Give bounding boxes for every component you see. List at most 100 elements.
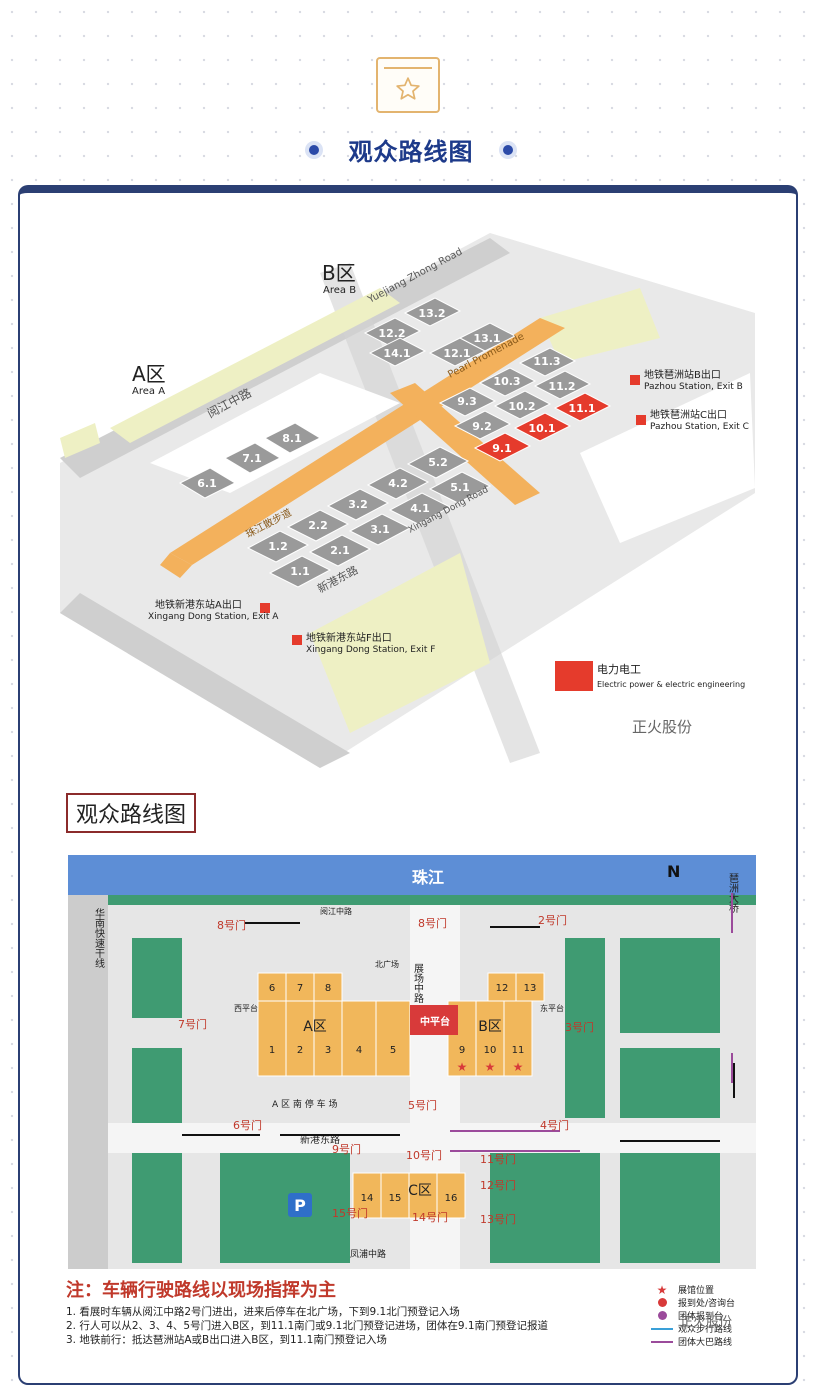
hall-num: 13 xyxy=(524,983,537,994)
page-title: 观众路线图 xyxy=(348,138,474,166)
legend-en: Electric power & electric engineering xyxy=(597,680,745,689)
gate-label: 10号门 xyxy=(406,1148,442,1162)
gate-label: 8号门 xyxy=(217,918,246,932)
station-c-cn: 地铁琶洲站C出口 xyxy=(650,408,727,421)
hall-label: 6.1 xyxy=(197,477,217,490)
hall-label: 14.1 xyxy=(383,347,410,360)
venue-isometric-map: 6.1 7.1 8.1 1.2 2.2 3.2 4.2 5.2 1.1 2.1 … xyxy=(60,233,755,768)
notes-heading: 注：车辆行驶路线以现场指挥为主 xyxy=(66,1280,336,1301)
hall-label: 11.1 xyxy=(568,402,595,415)
hall-label: 13.1 xyxy=(473,332,500,345)
section-header: 观众路线图 xyxy=(0,132,822,172)
route-legend: ★展馆位置 报到处/咨询台 团体报到台 观众步行路线 团体大巴路线 xyxy=(650,1282,796,1348)
road-xingang-b: 新港东路 xyxy=(300,1133,340,1146)
station-b-en: Pazhou Station, Exit B xyxy=(644,382,743,392)
station-b-cn: 地铁琶洲站B出口 xyxy=(644,368,721,381)
gate-label: 15号门 xyxy=(332,1206,368,1220)
hall-label: 4.2 xyxy=(388,477,408,490)
legend-item: 团体大巴路线 xyxy=(678,1338,733,1348)
legend-item: 报到处/咨询台 xyxy=(678,1299,736,1309)
hall-num: 8 xyxy=(325,983,331,994)
hall-num: 16 xyxy=(445,1193,458,1204)
svg-text:★: ★ xyxy=(457,1060,468,1074)
west-platform: 西平台 xyxy=(234,1003,258,1013)
gate-label: 5号门 xyxy=(408,1098,437,1112)
bullet-dot-right xyxy=(502,144,513,155)
area-a-en: Area A xyxy=(132,386,165,397)
hall-label: 10.2 xyxy=(508,400,535,413)
hall-label: 13.2 xyxy=(418,307,445,320)
north-arrow: N xyxy=(667,862,680,881)
gate-label: 4号门 xyxy=(540,1118,569,1132)
gate-label: 7号门 xyxy=(178,1017,207,1031)
road-huanan: 华南快速干线 xyxy=(93,907,105,968)
legend-swatch xyxy=(555,661,593,691)
gate-label: 12号门 xyxy=(480,1178,516,1192)
hall-num: 9 xyxy=(459,1045,465,1056)
note-line: 3. 地铁前行：抵达琶洲站A或B出口进入B区，到11.1南门预登记入场 xyxy=(66,1334,387,1346)
purple-arrow-icon xyxy=(650,1340,674,1343)
road-fengpu: 凤浦中路 xyxy=(350,1248,386,1260)
hall-label: 5.1 xyxy=(450,481,470,494)
hall-label: 8.1 xyxy=(282,432,302,445)
gate-label: 9号门 xyxy=(332,1142,361,1156)
area-b-mark: B区 xyxy=(478,1019,502,1035)
river-label: 珠江 xyxy=(412,868,444,887)
east-platform: 东平台 xyxy=(540,1003,564,1013)
hall-label: 12.1 xyxy=(443,347,470,360)
hall-num: 3 xyxy=(325,1045,331,1056)
hall-num: 7 xyxy=(297,983,303,994)
hall-num: 12 xyxy=(496,983,509,994)
gate-label: 13号门 xyxy=(480,1212,516,1226)
hall-num: 6 xyxy=(269,983,275,994)
hall-num: 11 xyxy=(512,1045,525,1056)
area-c-mark: C区 xyxy=(408,1183,432,1199)
north-plaza: 北广场 xyxy=(375,959,399,969)
purple-dot-icon xyxy=(650,1311,674,1320)
blue-arrow-icon xyxy=(650,1327,674,1330)
hall-label: 11.2 xyxy=(548,380,575,393)
hall-label: 10.1 xyxy=(528,422,555,435)
hall-num: 5 xyxy=(390,1045,396,1056)
a-parking: A 区 南 停 车 场 xyxy=(272,1098,337,1110)
station-c-en: Pazhou Station, Exit C xyxy=(650,422,749,432)
hall-label: 10.3 xyxy=(493,375,520,388)
star-icon: ★ xyxy=(656,1282,668,1297)
area-a-mark: A区 xyxy=(303,1019,327,1035)
hall-label: 2.1 xyxy=(330,544,350,557)
hall-num: 2 xyxy=(297,1045,303,1056)
brand-watermark-bottom: 正火股份 xyxy=(680,1315,733,1330)
platform-label: 中平台 xyxy=(420,1015,450,1028)
svg-text:★: ★ xyxy=(485,1060,496,1074)
hall-num: 4 xyxy=(356,1045,362,1056)
legend-item: 团体报到台 xyxy=(678,1312,724,1322)
hall-label: 4.1 xyxy=(410,502,430,515)
legend-item: 观众步行路线 xyxy=(678,1325,733,1335)
hall-label: 3.2 xyxy=(348,498,368,511)
hall-label: 2.2 xyxy=(308,519,328,532)
hall-label: 9.1 xyxy=(492,442,512,455)
svg-text:P: P xyxy=(294,1196,306,1215)
gate-label: 3号门 xyxy=(565,1020,594,1034)
hall-label: 11.3 xyxy=(533,355,560,368)
area-b-label: B区 xyxy=(322,261,356,285)
hall-label: 1.1 xyxy=(290,565,310,578)
gate-label: 2号门 xyxy=(538,913,567,927)
station-f-en: Xingang Dong Station, Exit F xyxy=(306,645,435,655)
red-dot-icon xyxy=(650,1298,674,1307)
hall-label: 1.2 xyxy=(268,540,288,553)
brand-watermark: 正火股份 xyxy=(632,718,693,736)
gate-label: 8号门 xyxy=(418,916,447,930)
hall-label: 3.1 xyxy=(370,523,390,536)
note-line: 1. 看展时车辆从阅江中路2号门进出，进来后停车在北广场，下到9.1北门预登记入… xyxy=(66,1306,460,1318)
area-b-en: Area B xyxy=(323,285,356,296)
gate-label: 6号门 xyxy=(233,1118,262,1132)
road-zhanchang: 展场中路 xyxy=(412,963,424,1004)
hall-label: 5.2 xyxy=(428,456,448,469)
station-a-en: Xingang Dong Station, Exit A xyxy=(148,612,279,622)
hall-label: 9.3 xyxy=(457,395,477,408)
hall-label: 9.2 xyxy=(472,420,492,433)
star-icon xyxy=(396,77,420,100)
star-badge xyxy=(376,57,440,113)
bullet-dot-left xyxy=(309,144,320,155)
